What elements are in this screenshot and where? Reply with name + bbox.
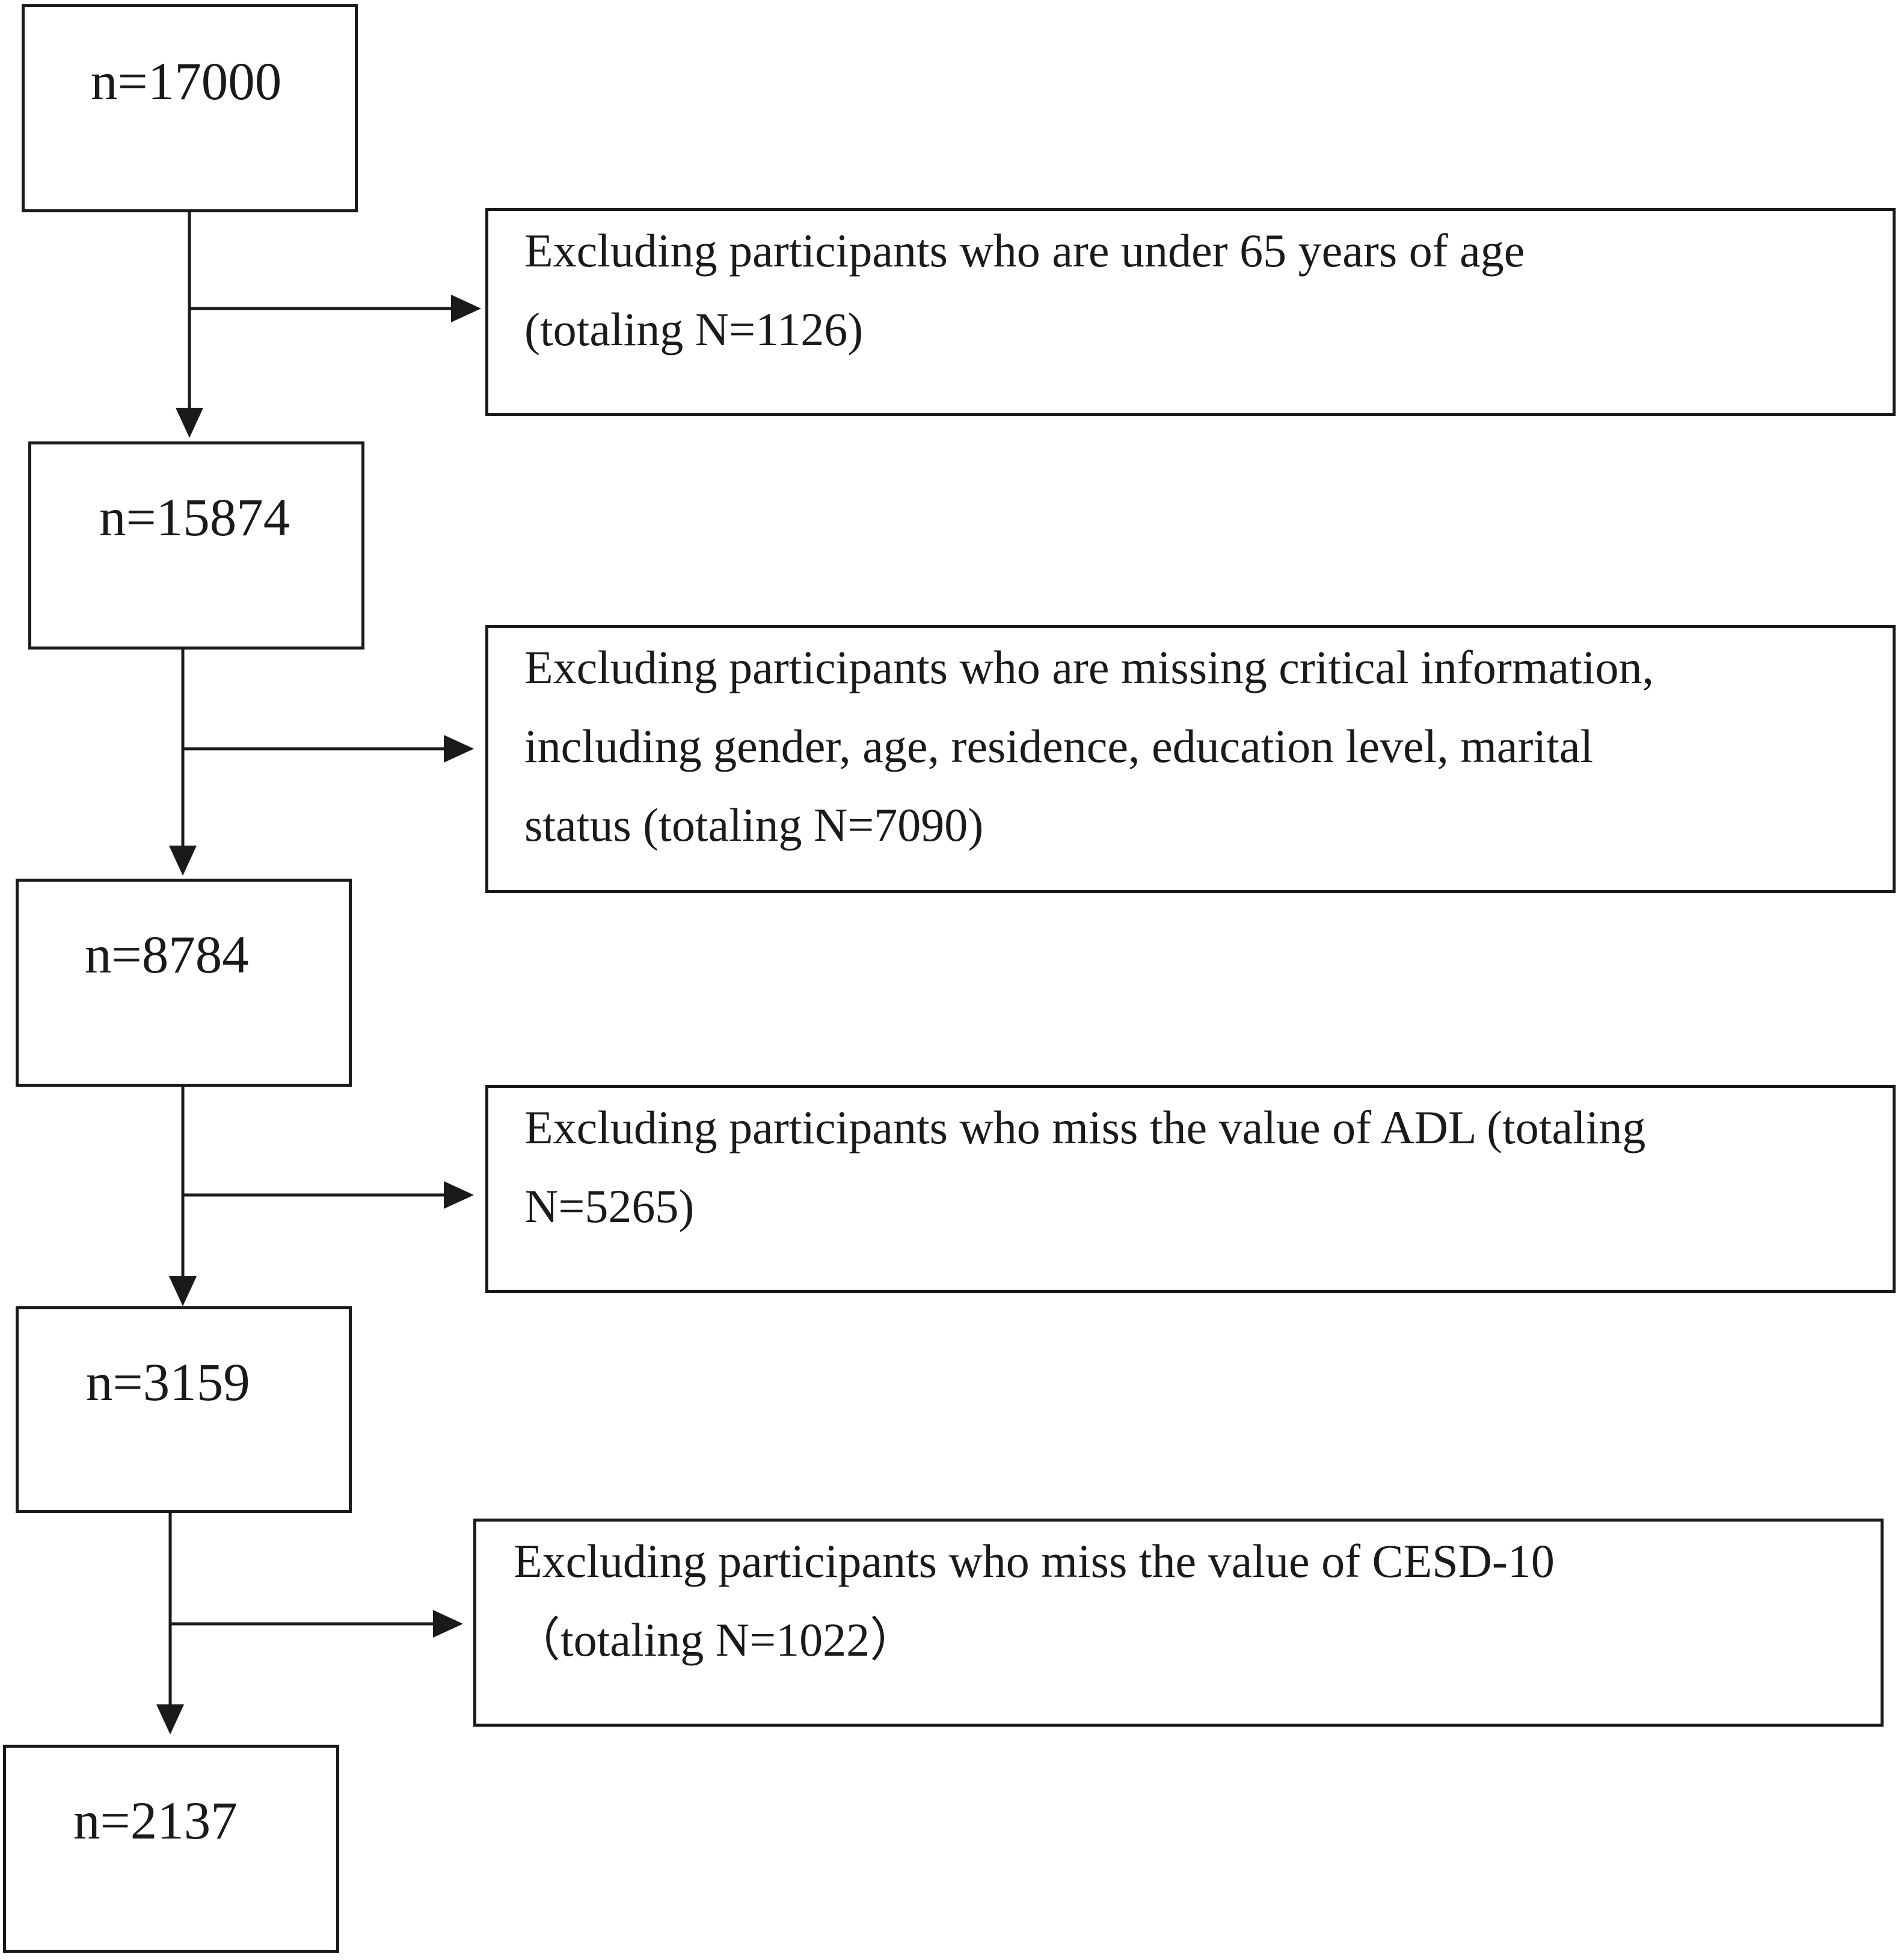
exclusion-line: status (totaling N=7090) (524, 799, 984, 851)
exclusion-line: Excluding participants who are missing c… (524, 641, 1654, 693)
count-label-5: n=2137 (73, 1792, 238, 1851)
exclusion-box-2: Excluding participants who are missing c… (485, 625, 1896, 893)
count-box-3: n=8784 (16, 879, 352, 1087)
count-label-4: n=3159 (86, 1353, 250, 1412)
count-box-2: n=15874 (28, 441, 364, 650)
count-label-2: n=15874 (99, 488, 290, 547)
exclusion-line: Excluding participants who are under 65 … (524, 224, 1525, 277)
arrowhead-right-3 (444, 1181, 474, 1209)
count-label-1: n=17000 (91, 52, 282, 111)
exclusion-line: N=5265) (524, 1180, 695, 1232)
arrowhead-down-4 (156, 1704, 184, 1734)
arrowhead-right-1 (451, 295, 481, 322)
exclusion-text-4: Excluding participants who miss the valu… (514, 1522, 1555, 1679)
exclusion-box-4: Excluding participants who miss the valu… (473, 1519, 1884, 1727)
exclusion-line: （totaling N=1022） (514, 1614, 917, 1666)
exclusion-box-3: Excluding participants who miss the valu… (485, 1085, 1896, 1293)
arrowhead-down-1 (176, 408, 203, 438)
arrowhead-right-4 (433, 1610, 463, 1638)
exclusion-text-2: Excluding participants who are missing c… (524, 628, 1654, 864)
exclusion-box-1: Excluding participants who are under 65 … (485, 208, 1896, 416)
arrowhead-down-3 (169, 1276, 197, 1306)
exclusion-line: including gender, age, residence, educat… (524, 720, 1594, 772)
exclusion-line: (totaling N=1126) (524, 303, 864, 355)
exclusion-text-1: Excluding participants who are under 65 … (524, 211, 1525, 369)
exclusion-line: Excluding participants who miss the valu… (514, 1535, 1555, 1587)
arrowhead-right-2 (444, 735, 474, 763)
count-box-4: n=3159 (16, 1306, 352, 1513)
arrowhead-down-2 (169, 846, 197, 876)
count-label-3: n=8784 (85, 926, 249, 985)
count-box-1: n=17000 (22, 4, 358, 212)
exclusion-line: Excluding participants who miss the valu… (524, 1101, 1646, 1154)
count-box-5: n=2137 (3, 1745, 339, 1953)
exclusion-text-3: Excluding participants who miss the valu… (524, 1088, 1645, 1246)
